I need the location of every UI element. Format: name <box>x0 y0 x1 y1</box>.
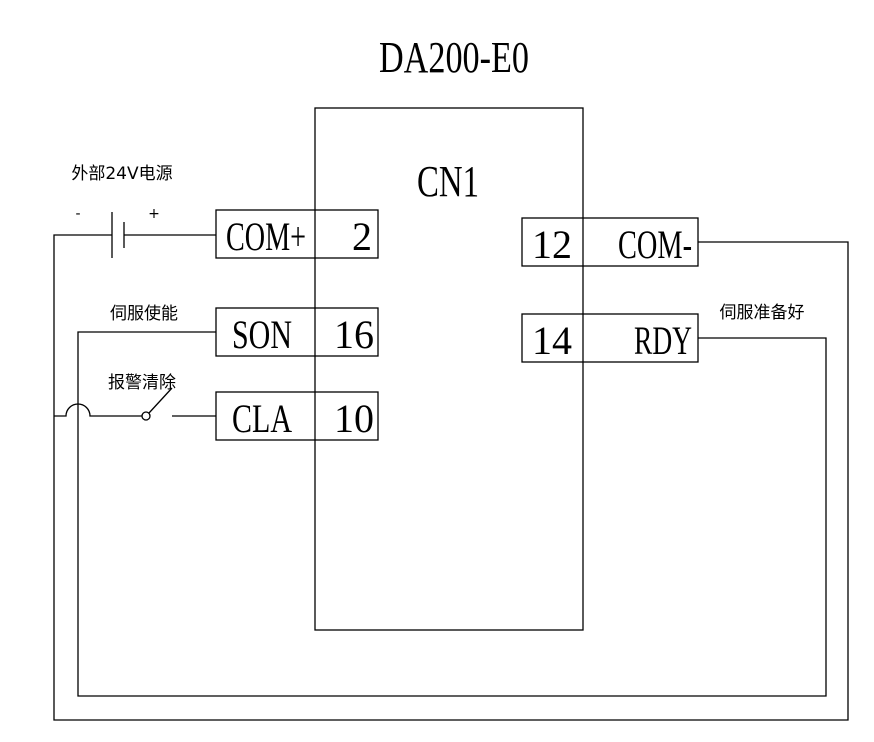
servo-enable-label: 伺服使能 <box>110 303 178 324</box>
terminal-com-plus: COM+ 2 <box>215 209 379 259</box>
terminal-com-minus: 12 COM- <box>521 217 699 267</box>
wire-common-return <box>53 234 849 721</box>
terminal-box <box>215 209 379 259</box>
alarm-clear-label: 报警清除 <box>108 373 176 393</box>
connector-name: CN1 <box>417 157 479 206</box>
terminal-box <box>521 217 699 267</box>
switch-contact <box>141 411 151 421</box>
servo-ready-label: 伺服准备好 <box>720 303 805 323</box>
cn1-block <box>314 107 584 631</box>
wire-son-rdy-loop <box>77 331 827 697</box>
signal-label: COM- <box>618 222 692 267</box>
signal-label: CLA <box>232 396 292 441</box>
wire-alarm-clear-with-hop <box>54 403 142 417</box>
power-supply-label: 外部24V电源 <box>71 164 172 184</box>
switch-lever <box>148 387 173 414</box>
switch-symbol <box>141 387 173 421</box>
terminal-rdy: 14 RDY <box>521 313 699 363</box>
pin-number: 14 <box>532 318 572 363</box>
terminal-cla: CLA 10 <box>215 391 379 441</box>
minus-sign: - <box>75 206 80 222</box>
signal-label: COM+ <box>226 214 306 259</box>
battery-symbol <box>111 212 125 258</box>
pin-number: 12 <box>532 222 572 267</box>
pin-number: 16 <box>334 312 374 357</box>
pin-number: 2 <box>352 214 372 259</box>
diagram-title: DA200-E0 <box>379 33 529 82</box>
pin-number: 10 <box>334 396 374 441</box>
terminal-son: SON 16 <box>215 307 379 357</box>
signal-label: SON <box>232 312 292 357</box>
terminal-box <box>215 307 379 357</box>
plus-sign: + <box>148 206 160 222</box>
signal-label: RDY <box>634 318 692 363</box>
terminal-box <box>521 313 699 363</box>
